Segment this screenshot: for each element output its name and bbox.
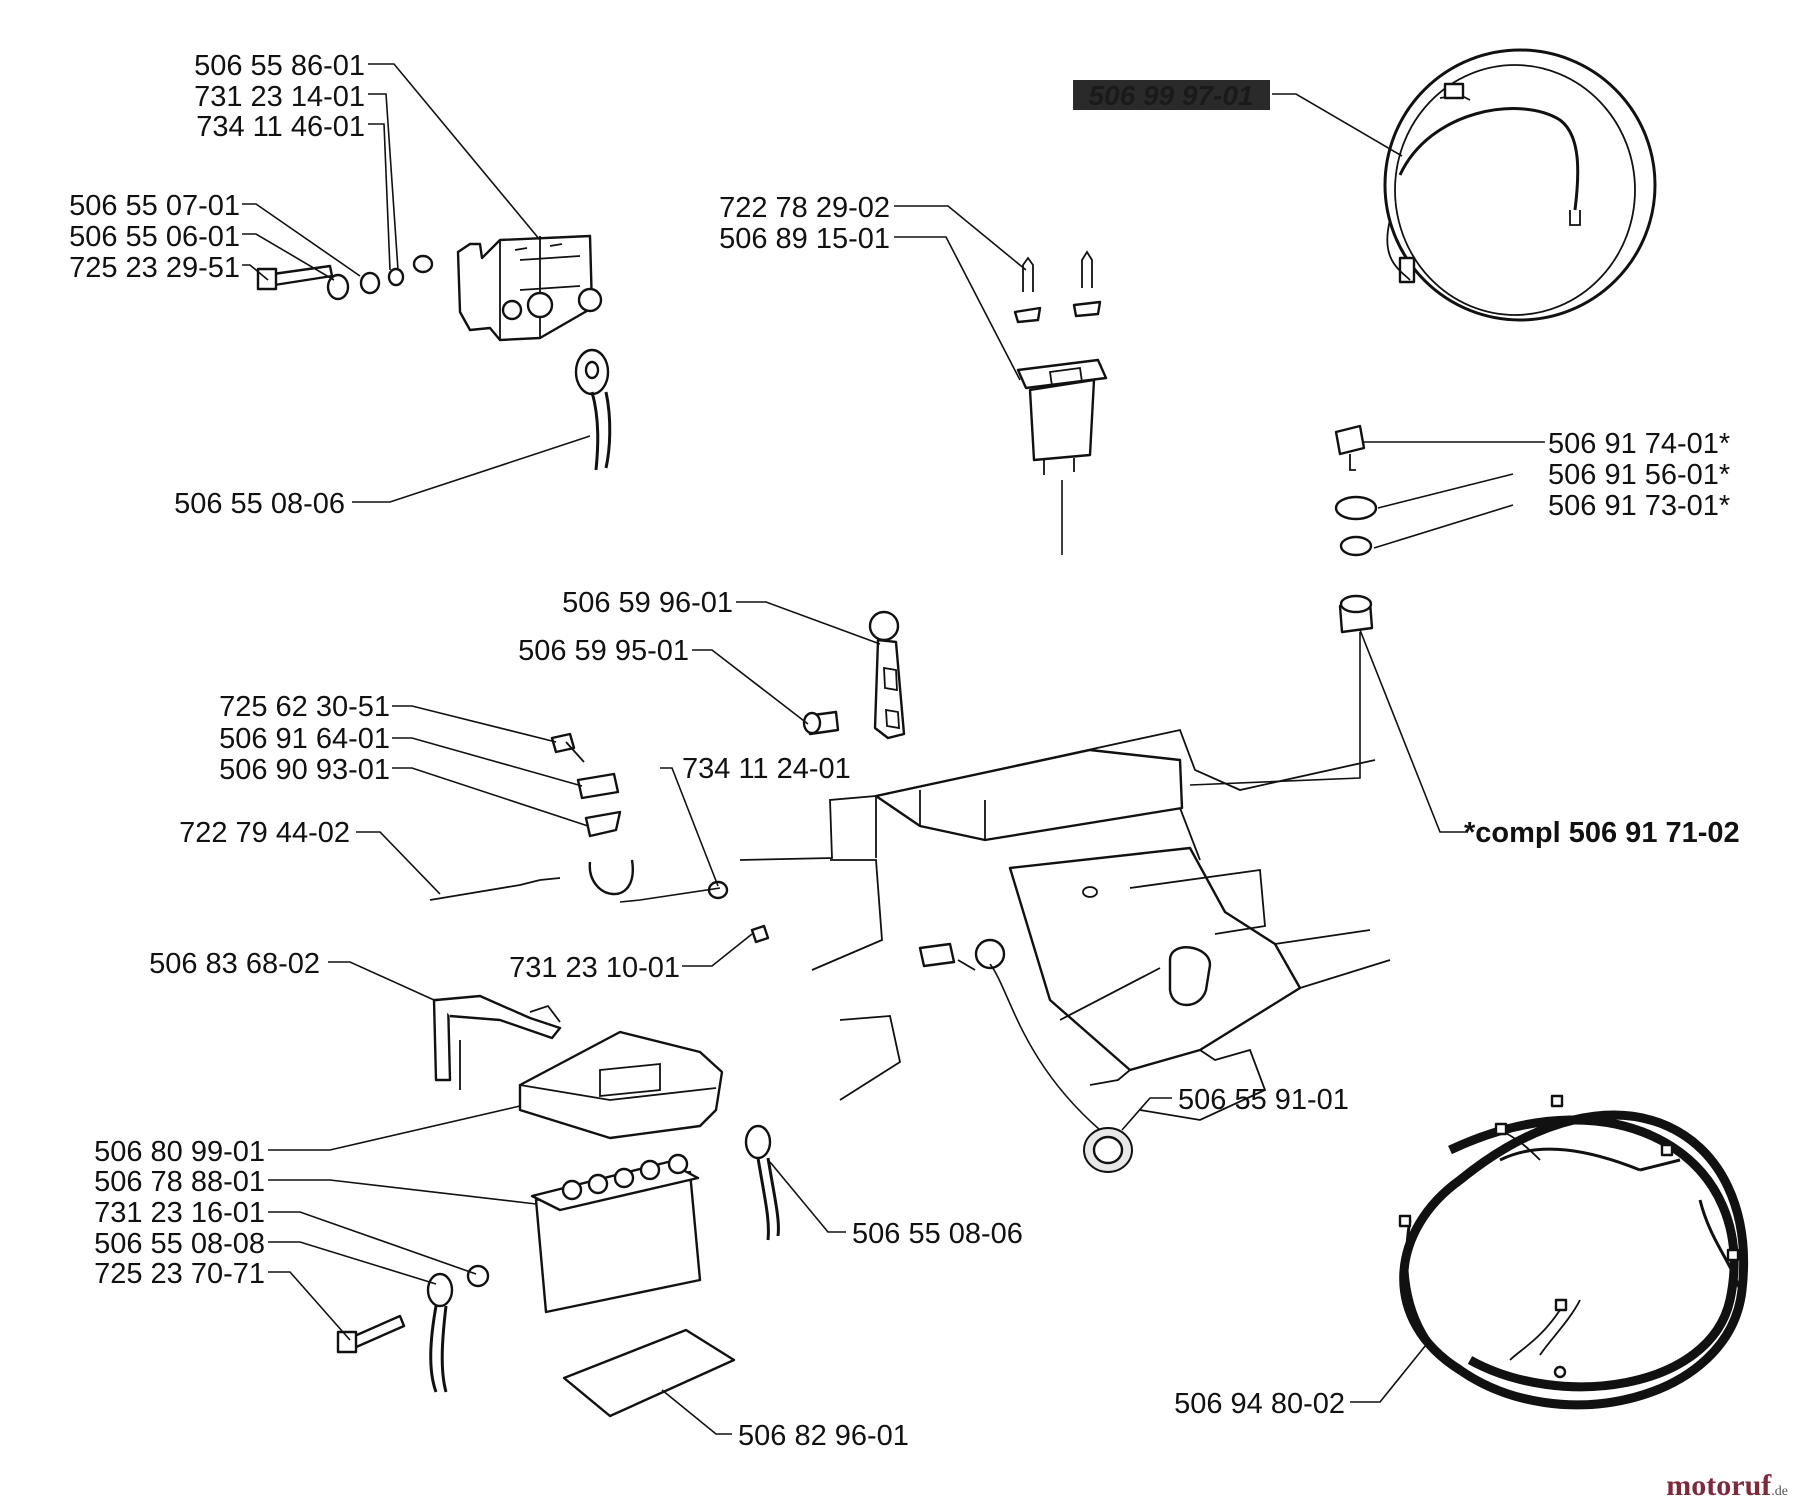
label-506-89-15-01: 506 89 15-01 bbox=[719, 223, 890, 255]
label-725-62-30-51: 725 62 30-51 bbox=[219, 691, 390, 723]
label-506-83-68-02: 506 83 68-02 bbox=[149, 948, 320, 980]
grommet bbox=[1083, 1127, 1133, 1173]
solenoid-assembly bbox=[256, 234, 612, 471]
label-506-91-56-01: 506 91 56-01* bbox=[1548, 459, 1730, 491]
label-506-91-73-01: 506 91 73-01* bbox=[1548, 490, 1730, 522]
label-731-23-16-01: 731 23 16-01 bbox=[94, 1197, 265, 1229]
label-722-78-29-02: 722 78 29-02 bbox=[719, 192, 890, 224]
label-506-78-88-01: 506 78 88-01 bbox=[94, 1166, 265, 1198]
battery-group bbox=[336, 994, 780, 1418]
label-506-55-07-01: 506 55 07-01 bbox=[69, 190, 240, 222]
label-506-91-64-01: 506 91 64-01 bbox=[219, 723, 390, 755]
label-506-94-80-02: 506 94 80-02 bbox=[1174, 1388, 1345, 1420]
label-506-55-91-01: 506 55 91-01 bbox=[1178, 1084, 1349, 1116]
label-compl-506-91-71-02: *compl 506 91 71-02 bbox=[1464, 817, 1740, 849]
label-506-59-95-01: 506 59 95-01 bbox=[518, 635, 689, 667]
seat-switch-parts bbox=[429, 732, 770, 944]
shift-lever bbox=[802, 610, 906, 740]
label-506-55-08-06-top: 506 55 08-06 bbox=[174, 488, 345, 520]
label-734-11-46-01: 734 11 46-01 bbox=[196, 111, 365, 143]
label-731-23-10-01: 731 23 10-01 bbox=[509, 952, 680, 984]
label-506-55-08-06-bottom: 506 55 08-06 bbox=[852, 1218, 1023, 1250]
ignition-key-set bbox=[1189, 424, 1378, 786]
relay-assembly bbox=[1013, 250, 1108, 555]
wire-harness-upper bbox=[1383, 48, 1657, 322]
label-506-55-86-01: 506 55 86-01 bbox=[194, 50, 365, 82]
label-506-90-93-01: 506 90 93-01 bbox=[219, 754, 390, 786]
brand-watermark: motoruf.de bbox=[1666, 1469, 1788, 1503]
label-722-79-44-02: 722 79 44-02 bbox=[179, 817, 350, 849]
label-725-23-29-51: 725 23 29-51 bbox=[69, 252, 240, 284]
label-506-55-08-08: 506 55 08-08 bbox=[94, 1228, 265, 1260]
label-506-55-06-01: 506 55 06-01 bbox=[69, 221, 240, 253]
leader-lines bbox=[242, 63, 1545, 1435]
brand-tld: .de bbox=[1771, 1484, 1788, 1499]
part-labels: 506 55 86-01 731 23 14-01 734 11 46-01 5… bbox=[69, 50, 1740, 1452]
label-506-82-96-01: 506 82 96-01 bbox=[738, 1420, 909, 1452]
label-731-23-14-01: 731 23 14-01 bbox=[194, 81, 365, 113]
label-506-91-74-01: 506 91 74-01* bbox=[1548, 428, 1730, 460]
label-734-11-24-01: 734 11 24-01 bbox=[682, 753, 851, 785]
wire-harness-main bbox=[1398, 1094, 1748, 1410]
label-506-99-97-01: 506 99 97-01 bbox=[1088, 80, 1253, 111]
label-506-59-96-01: 506 59 96-01 bbox=[562, 587, 733, 619]
brand-name: motoruf bbox=[1666, 1469, 1772, 1502]
label-725-23-70-71: 725 23 70-71 bbox=[94, 1258, 265, 1290]
chassis-frame bbox=[739, 728, 1391, 1121]
label-badge-bg bbox=[1073, 80, 1270, 110]
label-506-80-99-01: 506 80 99-01 bbox=[94, 1136, 265, 1168]
